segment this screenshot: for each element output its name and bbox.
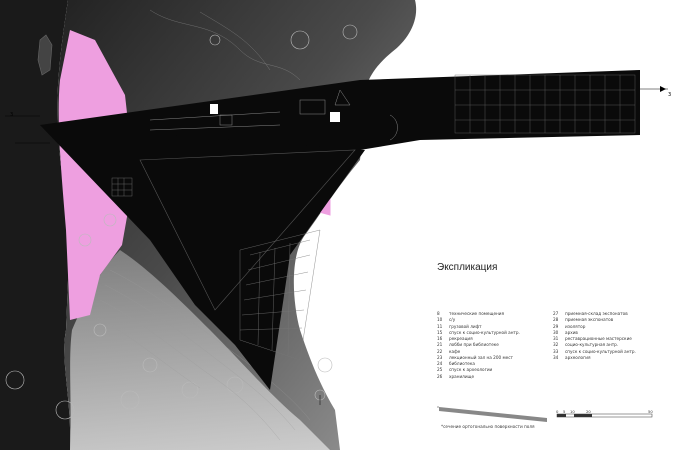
scale-bar (556, 413, 653, 418)
section-label-right: 3 (668, 92, 672, 98)
scale-tick-label: 50 (648, 409, 653, 414)
section-label-left: 3 (10, 112, 14, 118)
section-profile (437, 406, 547, 422)
legend-title: Экспликация (437, 262, 498, 273)
contours (97, 9, 311, 441)
scale-tick-label: 10 (570, 409, 575, 414)
wing-details (149, 89, 398, 141)
scale-tick-label: 5 (563, 409, 566, 414)
wing-white-slot (210, 104, 218, 114)
small-grid-block (111, 177, 133, 197)
building-triangle (40, 125, 365, 390)
section-arrow-icon (660, 86, 666, 92)
left-dark-area (0, 0, 71, 450)
triangle-opening (139, 149, 356, 311)
section-caption: *сечение ортогонально поверхности поля (441, 424, 535, 429)
wing-white-slot-2 (330, 112, 340, 122)
wing-grid (454, 74, 636, 134)
scale-tick-label: 0 (556, 409, 559, 414)
triangle-grid (239, 229, 321, 361)
scale-tick-label: 20 (586, 409, 591, 414)
lower-ground (70, 250, 330, 450)
boat-shape (37, 34, 53, 76)
section-marks (5, 88, 668, 405)
